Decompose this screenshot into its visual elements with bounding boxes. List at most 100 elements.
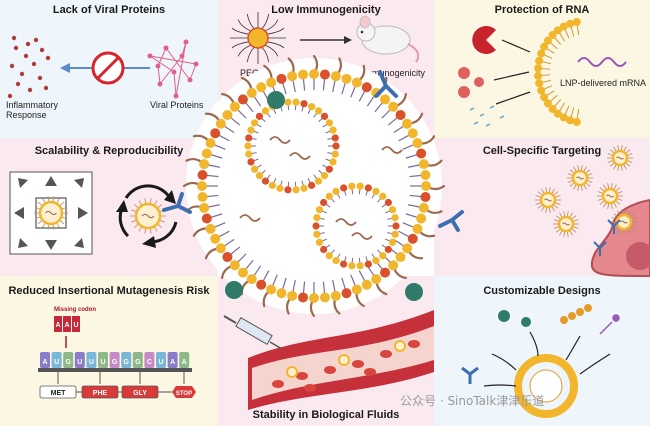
inner-lipid-head [320, 112, 329, 120]
lipid-head [566, 19, 575, 28]
title-low-immunogenicity: Low Immunogenicity [271, 4, 381, 16]
base-letter: A [182, 359, 187, 366]
inner-lipid-head [315, 206, 324, 214]
lipid-head [276, 288, 287, 299]
inner-lipid-head [356, 262, 364, 270]
inflammatory-dot [19, 71, 25, 77]
base-letter: U [54, 359, 59, 366]
lipid-head [543, 36, 552, 45]
peg-chain [261, 13, 270, 30]
codon-box [63, 316, 71, 332]
syringe-icon [223, 315, 283, 350]
lipid-head [201, 213, 212, 224]
lipid-head [537, 49, 546, 58]
inner-lipid-head [244, 142, 252, 150]
red-blood-cell [352, 360, 364, 368]
lipid-head [201, 148, 212, 159]
title-customizable: Customizable Designs [483, 285, 601, 297]
mini-lnp-rna [562, 222, 570, 226]
mini-lnp-rna [141, 213, 155, 219]
custom-panel-art [461, 304, 620, 418]
inner-lipid-head [247, 158, 255, 166]
customizable-lnp-icon [514, 354, 578, 418]
mini-lnp-rna [616, 156, 624, 160]
inner-lipid-head [315, 238, 324, 246]
mini-lnp-in-cycle [130, 198, 166, 234]
title-protection-rna: Protection of RNA [494, 4, 590, 16]
inner-lipid-head [284, 98, 292, 106]
cycle-arrow-heads [116, 190, 176, 248]
base-box [51, 352, 62, 368]
custom-virus-1 [498, 310, 510, 322]
peg-chain [246, 13, 255, 30]
lipid-head [276, 73, 287, 84]
scal-panel-art [9, 171, 178, 255]
degraded-rna-fragments [469, 105, 505, 127]
viral-link [175, 41, 187, 97]
codon-box [72, 316, 80, 332]
peg-chain [231, 27, 249, 35]
base-box [40, 352, 50, 368]
viral-protein-network [147, 39, 199, 99]
lipid-head [535, 56, 544, 65]
inner-lipid-head [388, 206, 397, 214]
red-blood-cell [408, 340, 420, 348]
mrna-squiggle [335, 218, 357, 226]
mrna-squiggle [269, 136, 291, 144]
lipid-head [210, 128, 221, 139]
mini-lnp-rna [620, 220, 628, 224]
base-box [98, 352, 108, 368]
lipid-head [237, 94, 248, 105]
lipid-head [341, 73, 352, 84]
inflammatory-dot [7, 93, 13, 99]
rnase-dot-3 [458, 86, 470, 98]
inner-lipid-head [325, 252, 333, 260]
lipid-head [388, 101, 399, 112]
blocked-arrows [493, 39, 531, 105]
inner-lipid-head [261, 177, 270, 185]
cell-panel-art [535, 145, 650, 277]
base-letter: A [42, 359, 47, 366]
lipid-head [197, 170, 208, 181]
lipid-head [540, 42, 549, 51]
lipid-head [420, 191, 431, 202]
lipid-head [222, 252, 233, 263]
label-inflammatory-response: Inflammatory Response [6, 100, 59, 120]
lipid-head [395, 252, 406, 263]
lipid-head [421, 181, 431, 191]
custom-inward-arrows [483, 331, 611, 387]
peg-chain [237, 44, 252, 57]
inner-lipid-head [261, 107, 270, 115]
customizable-lnp-core [529, 369, 563, 403]
aa-label: STOP [176, 391, 192, 397]
inner-vesicle-core [257, 111, 327, 181]
inner-lipid-head [329, 126, 337, 134]
mouse-icon [356, 15, 420, 63]
lipid-head [361, 82, 372, 93]
inner-lipid-head [313, 214, 321, 222]
lipid-head [407, 128, 418, 139]
base-letter: G [112, 359, 118, 366]
inner-lipid-head [392, 222, 400, 230]
viral-node [173, 93, 179, 99]
pegylated-lnp-icon [230, 12, 286, 64]
lipid-head [287, 71, 298, 82]
lipid-head [407, 233, 418, 244]
central-lnp-heads [197, 69, 431, 303]
stop-sign [172, 386, 196, 398]
red-blood-cell [296, 372, 308, 380]
lipid-head [210, 233, 221, 244]
viral-link [149, 55, 197, 65]
aa-label: GLY [133, 390, 147, 397]
inner-lipid-head [372, 187, 380, 195]
inner-lipid-head [325, 119, 334, 127]
lipid-head [412, 223, 423, 234]
lipid-head [256, 279, 267, 290]
lipid-head [222, 109, 233, 120]
rnase-pacman-icon [472, 26, 496, 54]
title-cell-targeting: Cell-Specific Targeting [482, 145, 602, 157]
